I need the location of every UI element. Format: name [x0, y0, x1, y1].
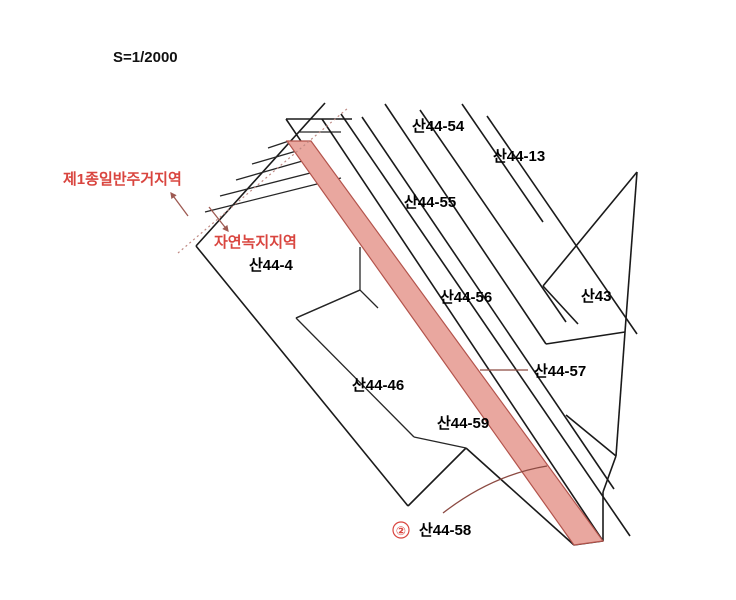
boundary-inner-44-4b: [295, 289, 361, 319]
parcel-label-san-44-55: 산44-55: [404, 194, 456, 211]
zone-label-residential: 제1종일반주거지역: [63, 171, 182, 188]
scale-label: S=1/2000: [113, 49, 178, 66]
boundary-top-rail-3: [267, 140, 290, 149]
parcel-label-san-44-13: 산44-13: [493, 148, 545, 165]
parcel-label-san-44-56: 산44-56: [440, 289, 492, 306]
parcel-label-san-44-58: 산44-58: [419, 522, 471, 539]
boundary-top-left: [195, 102, 326, 247]
boundary-43-cross-lower: [565, 414, 617, 457]
boundary-43-notch: [542, 285, 579, 325]
zone-annotations: 제1종일반주거지역 자연녹지지역: [63, 171, 297, 251]
parcel-label-san-44-46: 산44-46: [352, 377, 404, 394]
boundary-top-rail-4: [251, 149, 301, 165]
parcel-label-san-44-54: 산44-54: [412, 118, 465, 135]
boundary-bottom-v-right: [407, 447, 467, 507]
parcel-label-san-44-4: 산44-4: [249, 257, 293, 274]
boundary-inner-44-46b: [413, 436, 467, 449]
zone-label-green: 자연녹지지역: [214, 234, 297, 251]
parcel-label-san-44-57: 산44-57: [534, 363, 586, 380]
diagonal-44-57: [361, 116, 615, 490]
highlight-strip: [285, 140, 605, 546]
zone-arrow-residential: [170, 191, 189, 217]
diagonal-44-13-right: [486, 115, 638, 335]
zone-divider-dotted-line: [177, 107, 349, 254]
diagonal-44-13-left: [461, 103, 544, 223]
diagonal-44-59-right: [340, 113, 631, 537]
leader-line-san-44-58: [442, 465, 548, 514]
boundary-inner-44-46: [295, 317, 415, 438]
boundary-43-right-upper: [624, 171, 638, 333]
boundary-43-right-mid: [615, 331, 626, 457]
parcel-label-san-44-59: 산44-59: [437, 415, 489, 432]
boundary-43-upper-left: [542, 171, 638, 287]
boundary-inner-44-4: [295, 289, 379, 319]
boundary-top-rail-5: [235, 157, 314, 181]
boundary-left-lower: [195, 245, 409, 507]
zone-arrow-green: [208, 206, 229, 233]
diagonal-44-55-right: [384, 103, 547, 345]
marker-number-2: ②: [396, 524, 406, 538]
boundary-43-right-lower: [602, 455, 617, 493]
diagonal-strip-right-edge: [321, 118, 604, 542]
marker-group-2: ②: [392, 521, 410, 539]
parcel-label-san-43: 산43: [581, 288, 612, 305]
boundary-bottom-right-run: [465, 447, 575, 546]
leader-lines: [442, 369, 548, 514]
diagonal-44-54-right: [419, 109, 567, 323]
parcel-labels: 산44-4 산44-46 산44-54 산44-13 산44-55 산44-56…: [249, 118, 612, 539]
boundary-43-cross: [545, 331, 626, 345]
marker-circle-2: [392, 521, 410, 539]
